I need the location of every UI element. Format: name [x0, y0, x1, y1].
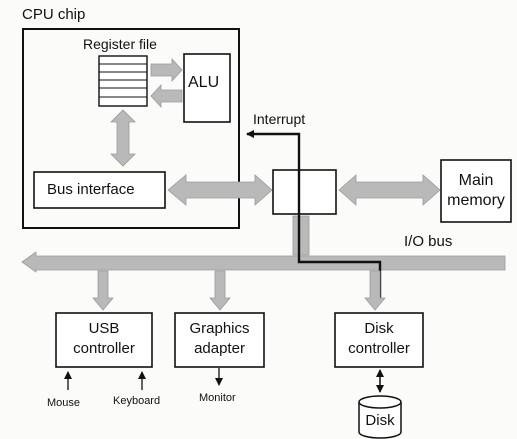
- disk-controller-label-line2: controller: [348, 340, 410, 357]
- bus-interface-label: Bus interface: [47, 181, 135, 198]
- register-file-icon: [98, 55, 148, 107]
- mouse-label: Mouse: [47, 397, 81, 409]
- alu-to-regfile-arrow: [150, 83, 183, 109]
- graphics-adapter-box: [174, 312, 265, 368]
- io-bus-label: I/O bus: [404, 233, 453, 250]
- usb-bus-drop-arrow: [92, 270, 114, 311]
- disk-label: Disk: [365, 412, 395, 429]
- usb-controller-box: [55, 312, 153, 368]
- graphics-adapter-label-line2: adapter: [194, 340, 245, 357]
- disk-controller-box: [334, 312, 424, 368]
- interrupt-label: Interrupt: [253, 111, 306, 127]
- cpu-chip-label: CPU chip: [22, 6, 86, 23]
- memory-bus-arrow: [338, 174, 441, 206]
- disk-bus-drop-arrow: [364, 270, 386, 311]
- usb-controller-label-line2: controller: [73, 340, 135, 357]
- interrupt-line: [246, 130, 382, 302]
- main-memory-box: [440, 159, 512, 223]
- disk-controller-label-line1: Disk: [364, 320, 394, 337]
- bridge-to-io-bus-arrow: [292, 215, 310, 256]
- main-memory-label-line2: memory: [447, 192, 505, 209]
- cpu-chip-box: [22, 28, 240, 229]
- regfile-to-alu-arrow: [150, 57, 183, 83]
- bus-interface-box: [33, 171, 166, 209]
- graphics-bus-drop-arrow: [209, 270, 231, 311]
- monitor-label: Monitor: [199, 392, 236, 404]
- io-bridge-box: [272, 169, 337, 215]
- disk-cylinder-icon: [358, 395, 402, 439]
- main-memory-label-line1: Main: [458, 172, 494, 189]
- alu-box: [183, 53, 231, 123]
- register-file-label: Register file: [83, 36, 157, 52]
- regfile-bus-interface-arrow: [110, 109, 136, 167]
- alu-label: ALU: [188, 74, 220, 91]
- io-bus-arrow: [21, 251, 506, 273]
- graphics-adapter-label-line1: Graphics: [189, 320, 250, 337]
- system-bus-arrow: [167, 174, 273, 206]
- usb-controller-label-line1: USB: [88, 320, 120, 337]
- keyboard-label: Keyboard: [113, 395, 161, 407]
